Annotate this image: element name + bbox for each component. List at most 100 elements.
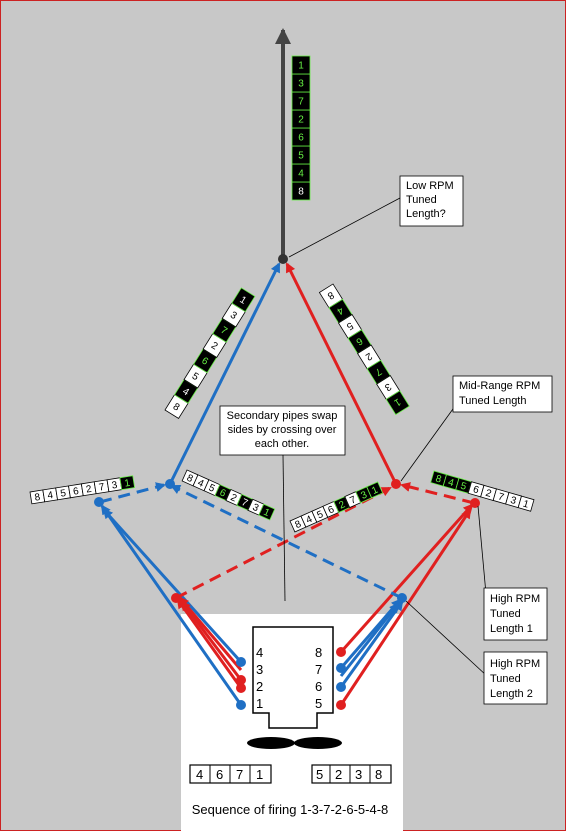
pulse-cell-label: 4 bbox=[447, 477, 456, 489]
pulse-cell-label: 2 bbox=[229, 492, 239, 504]
pulse-cell-label: 5 bbox=[190, 371, 201, 384]
low-rpm-leader bbox=[288, 197, 401, 258]
pulse-cell-label: 6 bbox=[199, 356, 210, 369]
pulse-cell bbox=[385, 390, 410, 416]
pulse-cell-label: 1 bbox=[124, 478, 132, 490]
right-seq-2: 3 bbox=[355, 767, 362, 782]
left-seq-0: 4 bbox=[196, 767, 203, 782]
primary-pipe-6 bbox=[339, 600, 404, 688]
pulse-cell-label: 5 bbox=[459, 481, 468, 493]
pulse-cell-label: 4 bbox=[196, 478, 206, 490]
pulse-cell-label: 6 bbox=[72, 486, 80, 498]
pulse-cell bbox=[119, 475, 136, 491]
pulse-cell-label: 8 bbox=[171, 401, 182, 414]
callout-low-rpm-line2: Tuned bbox=[406, 194, 437, 206]
pulse-cell-label: 7 bbox=[348, 494, 358, 506]
secondary-pipe-blue-left bbox=[99, 482, 166, 504]
pulse-cell-label: 5 bbox=[344, 319, 355, 332]
mid-collector-left-dot bbox=[165, 479, 175, 489]
pulse-cell-label: 6 bbox=[298, 133, 304, 144]
pulse-cell bbox=[291, 55, 311, 75]
cyl-label-8: 8 bbox=[315, 645, 322, 660]
port-2 bbox=[236, 683, 246, 693]
port-1 bbox=[236, 700, 246, 710]
pulse-cell bbox=[231, 287, 256, 313]
pulse-cell-label: 4 bbox=[180, 386, 191, 399]
tertiary-pipe-blue bbox=[168, 262, 281, 485]
pulse-cell-label: 6 bbox=[326, 504, 336, 516]
pulse-cell-label: 8 bbox=[298, 187, 304, 198]
pulse-cell bbox=[258, 503, 276, 521]
primary-pipe-3b bbox=[180, 600, 243, 681]
callout-mid-rpm-line2: Tuned Length bbox=[459, 395, 526, 407]
primary-pipe-5 bbox=[339, 508, 472, 706]
cyl-label-5: 5 bbox=[315, 696, 322, 711]
pulse-cell-label: 7 bbox=[373, 365, 384, 378]
callout-high-rpm-2: High RPM Tuned Length 2 bbox=[483, 651, 548, 705]
pulse-cell-label: 3 bbox=[382, 380, 393, 393]
secondary-leader bbox=[282, 454, 286, 602]
callout-low-rpm-line3: Length? bbox=[406, 208, 446, 220]
right-seq-1: 2 bbox=[335, 767, 342, 782]
engine-block bbox=[252, 626, 334, 729]
right-seq-3: 8 bbox=[375, 767, 382, 782]
pulse-cell-label: 7 bbox=[298, 97, 304, 108]
port-8 bbox=[336, 647, 346, 657]
pulse-cell-label: 2 bbox=[484, 488, 493, 500]
cyl-label-6: 6 bbox=[315, 679, 322, 694]
collector-dots bbox=[94, 254, 480, 603]
primary-pipe-8 bbox=[339, 503, 474, 653]
pulse-cell bbox=[517, 495, 535, 512]
pulse-cell-label: 7 bbox=[218, 325, 229, 338]
right-seq-0: 5 bbox=[316, 767, 323, 782]
pulse-cell-label: 5 bbox=[298, 151, 304, 162]
pulse-cell-label: 1 bbox=[262, 507, 272, 519]
cylinder-ports bbox=[236, 647, 346, 710]
port-5 bbox=[336, 700, 346, 710]
pulse-cell-label: 1 bbox=[392, 396, 403, 409]
left-seq-1: 6 bbox=[216, 767, 223, 782]
pulse-cell-label: 2 bbox=[337, 499, 347, 511]
primary-pipe-7b bbox=[339, 602, 400, 677]
left-seq-2: 7 bbox=[236, 767, 243, 782]
tertiary-pipe-red bbox=[285, 262, 398, 485]
primary-pipe-1 bbox=[100, 504, 243, 706]
pulse-cell-label: 3 bbox=[298, 79, 304, 90]
pulse-cell-label: 4 bbox=[47, 490, 55, 502]
port-3 bbox=[236, 675, 246, 685]
primary-pipe-2 bbox=[176, 598, 243, 689]
cyl-label-3: 3 bbox=[256, 662, 263, 677]
callout-high1-line3: Length 1 bbox=[490, 623, 533, 635]
pulse-cell-label: 8 bbox=[185, 473, 195, 485]
cyl-label-7: 7 bbox=[315, 662, 322, 677]
pulse-cell-label: 7 bbox=[98, 482, 106, 494]
high-rpm-2-leader bbox=[405, 600, 488, 677]
wheel-left bbox=[247, 737, 295, 749]
port-4 bbox=[236, 657, 246, 667]
pulse-cell-label: 6 bbox=[472, 484, 481, 496]
final-collector-dot bbox=[278, 254, 288, 264]
pulse-cell-label: 4 bbox=[305, 514, 315, 526]
callout-secondary-line1: Secondary pipes swap bbox=[227, 410, 338, 422]
callout-low-rpm: Low RPM Tuned Length? bbox=[399, 175, 464, 227]
pulse-cell-label: 1 bbox=[370, 484, 380, 496]
callout-secondary-line3: each other. bbox=[255, 438, 309, 450]
pulse-cell-label: 3 bbox=[359, 489, 369, 501]
pulse-cell-label: 8 bbox=[434, 473, 443, 485]
pulse-cell-label: 7 bbox=[240, 497, 250, 509]
left-seq-3: 1 bbox=[256, 767, 263, 782]
callout-mid-rpm-line1: Mid-Range RPM bbox=[459, 380, 540, 392]
secondary-pipe-red-cross bbox=[175, 486, 392, 600]
callout-high2-line1: High RPM bbox=[490, 658, 540, 670]
pulse-cell-label: 3 bbox=[111, 480, 119, 492]
port-7 bbox=[336, 663, 346, 673]
pulse-cell-label: 1 bbox=[522, 499, 531, 511]
pulse-cell-label: 6 bbox=[218, 487, 228, 499]
cyl-label-1: 1 bbox=[256, 696, 263, 711]
